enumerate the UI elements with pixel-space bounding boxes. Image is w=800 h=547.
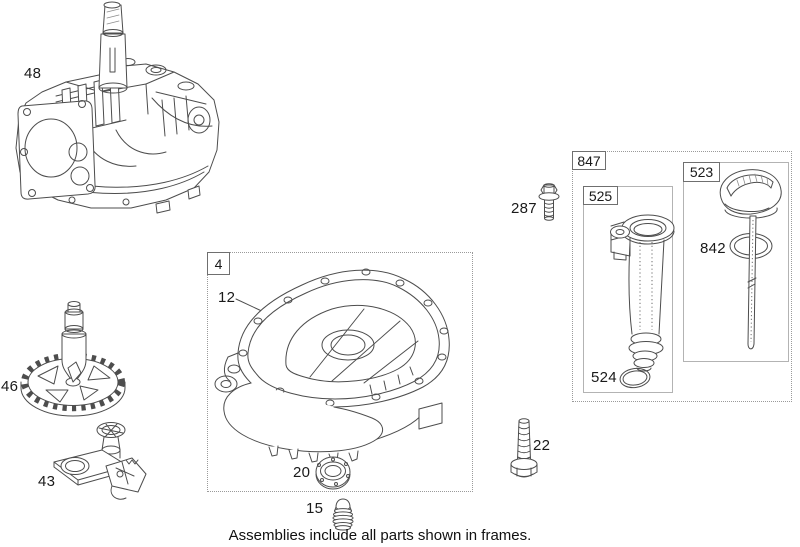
sump-bolt-drawing [510, 418, 538, 478]
oil-sump-drawing [214, 268, 450, 463]
head-gasket-face [17, 100, 96, 200]
camshaft-drawing [20, 301, 126, 417]
frame-847-label: 847 [572, 151, 606, 170]
frame-523-dipstick-cap [683, 162, 789, 362]
drain-plug-drawing [332, 498, 354, 531]
governor-plate [53, 449, 129, 486]
frame-4-sump-assembly [207, 252, 473, 492]
tube-body [628, 239, 665, 372]
frame-523-label: 523 [683, 162, 720, 182]
oil-seal-label: 20 [293, 464, 311, 481]
dipstick-cap [719, 169, 782, 219]
frame-4-label: 4 [207, 252, 230, 275]
dipstick-drawing [719, 169, 782, 350]
diagram-caption: Assemblies include all parts shown in fr… [228, 527, 532, 544]
dipstick-label: 842 [700, 240, 726, 257]
sump-skirt [214, 352, 443, 463]
oil-fill-tube-drawing [610, 214, 675, 372]
cylinder-block-drawing [15, 1, 220, 214]
tube-mount-boss [610, 221, 631, 261]
cam-shaft [61, 301, 87, 383]
sump-floor [285, 305, 419, 395]
governor-weights [105, 457, 147, 500]
crankshaft-stub [98, 1, 128, 94]
oil-seal-drawing [315, 456, 351, 490]
frame-847-dipstick-assembly [572, 151, 792, 402]
tube-o-ring-drawing [619, 367, 651, 389]
sump-bolt-label: 22 [533, 437, 551, 454]
oil-sump-label: 12 [218, 289, 236, 306]
frame-525-label: 525 [583, 186, 618, 205]
drain-plug-label: 15 [306, 500, 324, 517]
bolt-287-label: 287 [511, 200, 537, 217]
camshaft-label: 46 [1, 378, 19, 395]
frame-525-fill-tube [583, 186, 673, 393]
dipstick-blade [747, 215, 757, 350]
tube-o-ring-label: 524 [591, 369, 617, 386]
governor-label: 43 [38, 473, 56, 490]
cylinder-block-label: 48 [24, 65, 42, 82]
bolt-287-drawing [538, 183, 560, 221]
governor-assembly-drawing [53, 422, 147, 500]
